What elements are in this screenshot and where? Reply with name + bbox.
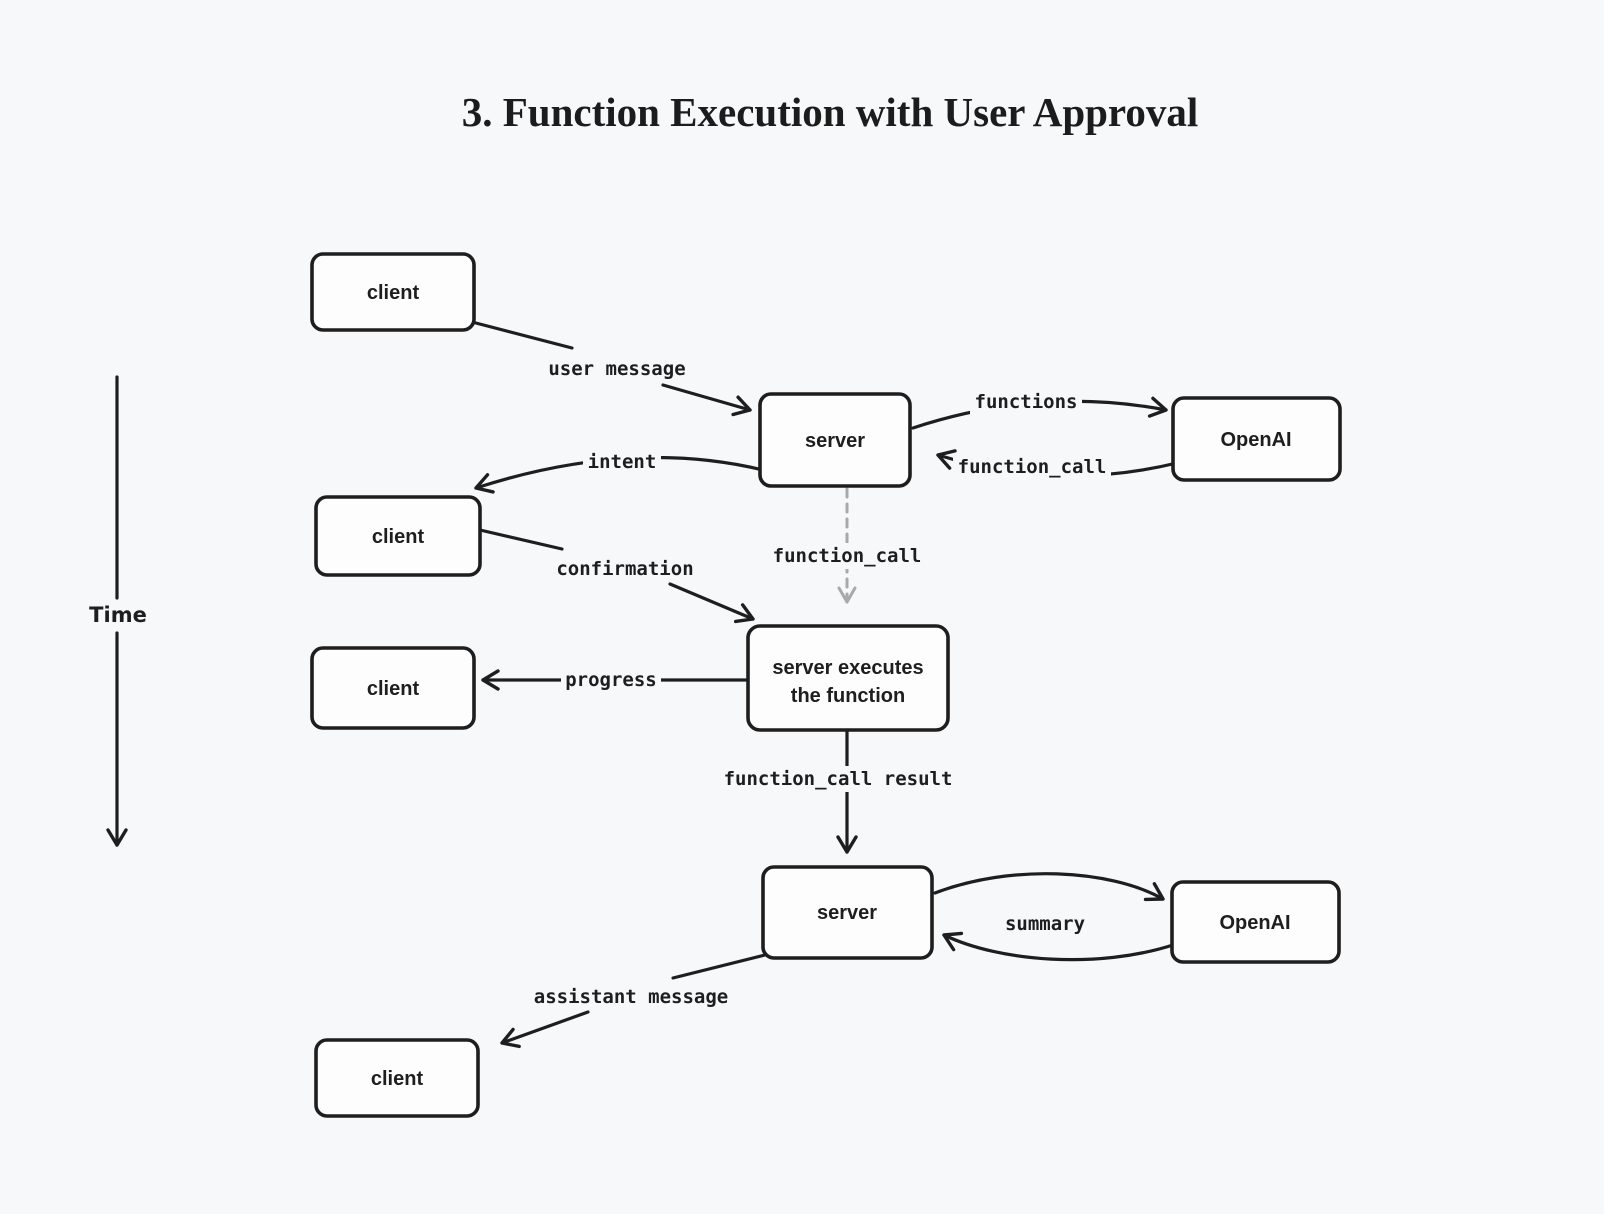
node-server-executes: server executes the function	[746, 624, 950, 732]
functions-label: functions	[975, 391, 1078, 413]
node-client-1-box	[310, 252, 476, 332]
node-server-1-label: server	[805, 430, 865, 452]
function-call-return-label: function_call	[958, 456, 1107, 478]
function-call-result-label: function_call result	[724, 768, 953, 790]
edge-progress: progress	[481, 667, 748, 693]
function-call-result-label-bg	[719, 766, 957, 792]
node-openai-2-label: OpenAI	[1219, 912, 1290, 934]
function-call-dispatch-label-bg	[768, 543, 926, 569]
node-client-3-label: client	[367, 678, 420, 700]
node-client-1: client	[310, 252, 476, 332]
node-server-executes-label-line1: server executes	[772, 657, 923, 679]
assistant-message-label: assistant message	[534, 986, 728, 1008]
summary-response-arrow	[942, 931, 1175, 962]
node-client-3: client	[310, 646, 476, 730]
node-server-executes-box	[746, 624, 950, 732]
node-server-2: server	[761, 865, 934, 960]
confirmation-label: confirmation	[556, 558, 693, 580]
assistant-message-arrowhead	[500, 1010, 590, 1049]
node-openai-1-box	[1171, 396, 1342, 482]
node-client-2: client	[314, 495, 482, 577]
node-client-4-box	[314, 1038, 480, 1118]
progress-label-bg	[561, 667, 661, 693]
edge-user-message: user message	[470, 320, 752, 417]
user-message-arrow	[470, 320, 574, 350]
user-message-label: user message	[548, 358, 685, 380]
node-server-1: server	[758, 392, 912, 488]
node-client-2-label: client	[372, 526, 425, 548]
summary-label-bg	[999, 911, 1091, 937]
time-axis-label: Time	[89, 603, 147, 627]
edge-function-call-return: function_call	[936, 449, 1179, 479]
edge-summary: summary	[933, 872, 1175, 962]
summary-request-arrow	[933, 872, 1165, 902]
node-server-2-label: server	[817, 902, 877, 924]
summary-label: summary	[1005, 913, 1085, 935]
node-openai-2: OpenAI	[1170, 880, 1341, 964]
edge-assistant-message: assistant message	[500, 953, 767, 1049]
diagram-title: 3. Function Execution with User Approval	[462, 89, 1199, 135]
edge-function-call-result: function_call result	[719, 729, 957, 854]
edge-functions: functions	[911, 390, 1168, 430]
edge-confirmation: confirmation	[478, 528, 755, 624]
function-call-return-label-bg	[953, 455, 1111, 479]
node-client-4-label: client	[371, 1068, 424, 1090]
function-call-dispatch-label: function_call	[773, 545, 922, 567]
node-openai-2-box	[1170, 880, 1341, 964]
confirmation-arrow	[478, 528, 564, 551]
edge-function-call-dispatch: function_call	[768, 487, 926, 604]
node-client-3-box	[310, 646, 476, 730]
edge-intent: intent	[474, 450, 765, 494]
intent-label-bg	[583, 450, 661, 474]
intent-label: intent	[588, 451, 657, 473]
user-message-arrowhead	[661, 383, 752, 417]
node-server-2-box	[761, 865, 934, 960]
node-client-2-box	[314, 495, 482, 577]
functions-label-bg	[970, 390, 1082, 414]
node-openai-1-label: OpenAI	[1220, 429, 1291, 451]
node-server-1-box	[758, 392, 912, 488]
node-client-1-label: client	[367, 282, 420, 304]
node-client-4: client	[314, 1038, 480, 1118]
time-axis: Time	[89, 375, 147, 847]
node-server-executes-label-line2: the function	[791, 685, 905, 707]
node-openai-1: OpenAI	[1171, 396, 1342, 482]
confirmation-arrowhead	[668, 582, 755, 624]
assistant-message-arrow	[671, 953, 767, 980]
progress-label: progress	[565, 669, 657, 691]
